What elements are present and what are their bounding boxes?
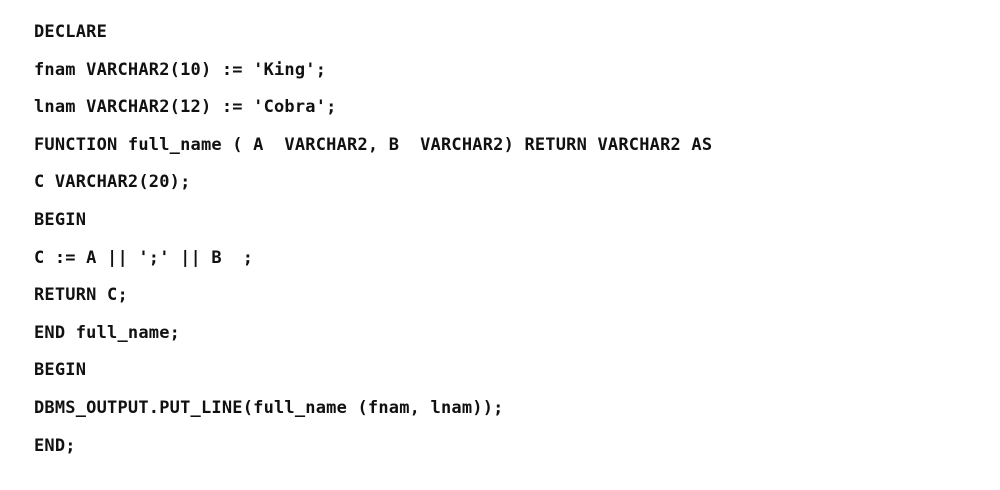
code-line-main-end: END; [34,435,76,456]
code-line-declare: DECLARE [34,22,108,42]
code-line-function-end: END full_name; [34,322,181,343]
code-listing: DECLARE fnam VARCHAR2(10) := 'King'; lna… [34,14,712,465]
code-line-concatenation: C := A || ';' || B ; [34,247,254,268]
code-line-lnam: lnam VARCHAR2(12) := 'Cobra'; [34,97,337,118]
code-line-variable-c: C VARCHAR2(20); [34,172,191,193]
code-line-main-begin: BEGIN [34,360,87,381]
code-line-function-signature: FUNCTION full_name ( A VARCHAR2, B VARCH… [34,134,713,155]
code-line-return: RETURN C; [34,285,128,306]
code-line-output: DBMS_OUTPUT.PUT_LINE(full_name (fnam, ln… [34,397,504,418]
code-line-fnam: fnam VARCHAR2(10) := 'King'; [34,59,327,80]
code-line-function-begin: BEGIN [34,209,87,230]
